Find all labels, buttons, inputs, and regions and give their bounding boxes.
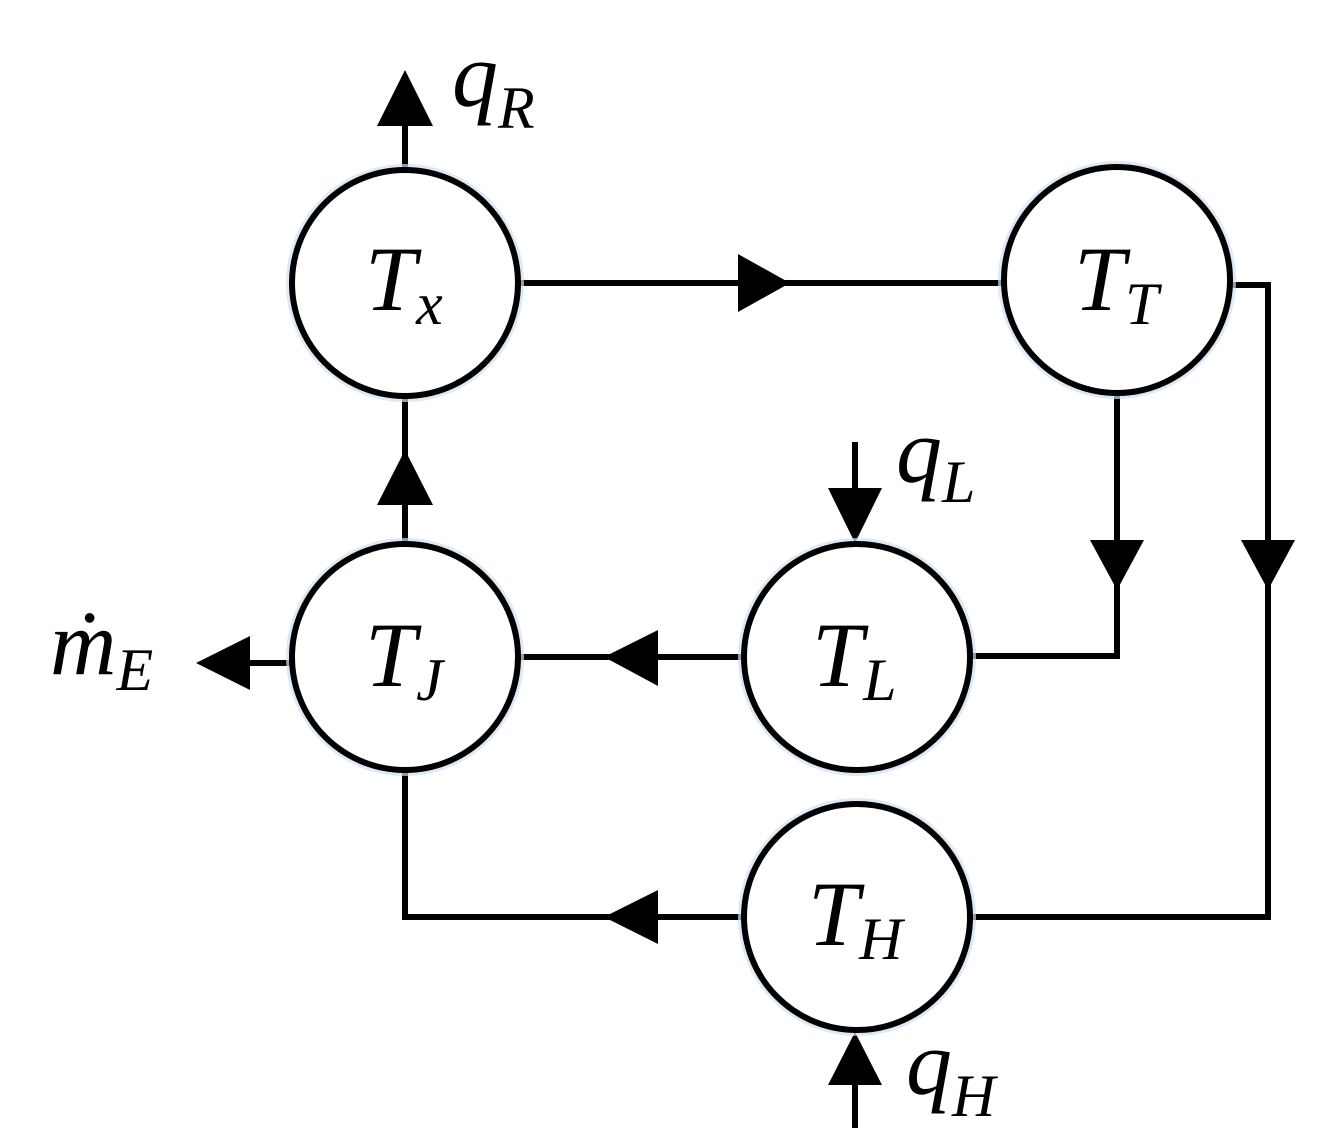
arrowhead-qr — [377, 70, 433, 126]
edge-th-to-tj — [402, 771, 744, 920]
node-th-label: TH — [808, 863, 906, 972]
edge-tt-to-th — [970, 282, 1271, 920]
node-tx: Tx — [286, 164, 524, 402]
node-tx-label: Tx — [365, 228, 443, 337]
flow-qh-label: qH — [906, 1012, 999, 1129]
arrowhead-tt-to-th — [1241, 540, 1295, 590]
arrowhead-th-to-tj — [604, 890, 658, 944]
node-tj-circle — [289, 541, 521, 773]
node-tt: TT — [998, 161, 1236, 399]
node-tj: TJ — [286, 538, 524, 776]
arrowhead-tt-to-tl — [1090, 540, 1144, 590]
node-tt-circle — [1001, 164, 1233, 396]
arrowhead-tj-to-tx — [377, 450, 433, 505]
edge-tt-to-tl — [970, 396, 1120, 659]
node-tl-label: TL — [812, 604, 897, 713]
flow-qr-label: qR — [452, 24, 535, 141]
flow-ql-label: qL — [896, 400, 975, 515]
node-tl: TL — [738, 538, 976, 776]
node-tt-label: TT — [1074, 228, 1162, 337]
node-th-circle — [741, 801, 973, 1033]
node-tl-circle — [741, 541, 973, 773]
arrowhead-qh — [828, 1032, 882, 1085]
node-tx-circle — [289, 167, 521, 399]
flow-me-label: ṁE — [50, 592, 153, 703]
arrowhead-tx-to-tt — [738, 254, 790, 312]
arrowhead-tl-to-tj — [604, 630, 658, 686]
arrowhead-ql — [828, 488, 882, 543]
arrowhead-me — [196, 636, 250, 690]
node-th: TH — [738, 798, 976, 1036]
node-tj-label: TJ — [365, 604, 445, 713]
